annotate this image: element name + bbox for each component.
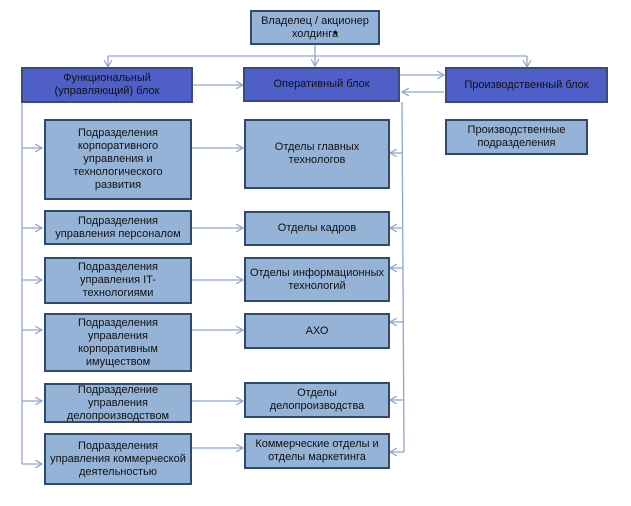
operational-bus-line [401,101,405,453]
operational-block: Оперативный блок [243,67,400,102]
functional-unit-personnel: Подразделения управления персоналом [44,210,192,245]
operational-unit-commercial-marketing: Коммерческие отделы и отделы маркетинга [244,433,390,469]
operational-unit-it: Отделы информационных технологий [244,257,390,302]
owner-label: Владелец / акционер холдинга [261,14,369,40]
production-block: Производственный блок [445,67,608,103]
note-marker: * [333,28,338,42]
functional-unit-corporate: Подразделения корпоративного управления … [44,119,192,200]
operational-unit-records: Отделы делопроизводства [244,382,390,418]
production-unit: Производственные подразделения [445,119,588,155]
operational-unit-hr: Отделы кадров [244,211,390,246]
functional-unit-records: Подразделение управления делопроизводств… [44,383,192,423]
operational-unit-aho: АХО [244,313,390,349]
functional-block: Функциональный (управляющий) блок [21,67,193,103]
functional-unit-commercial: Подразделения управления коммерческой де… [44,433,192,485]
functional-unit-it: Подразделения управления IT-технологиями [44,257,192,304]
owner-box: Владелец / акционер холдинга * [250,10,380,45]
operational-unit-chief-technologists: Отделы главных технологов [244,119,390,189]
functional-unit-property: Подразделения управления корпоративным и… [44,313,192,372]
